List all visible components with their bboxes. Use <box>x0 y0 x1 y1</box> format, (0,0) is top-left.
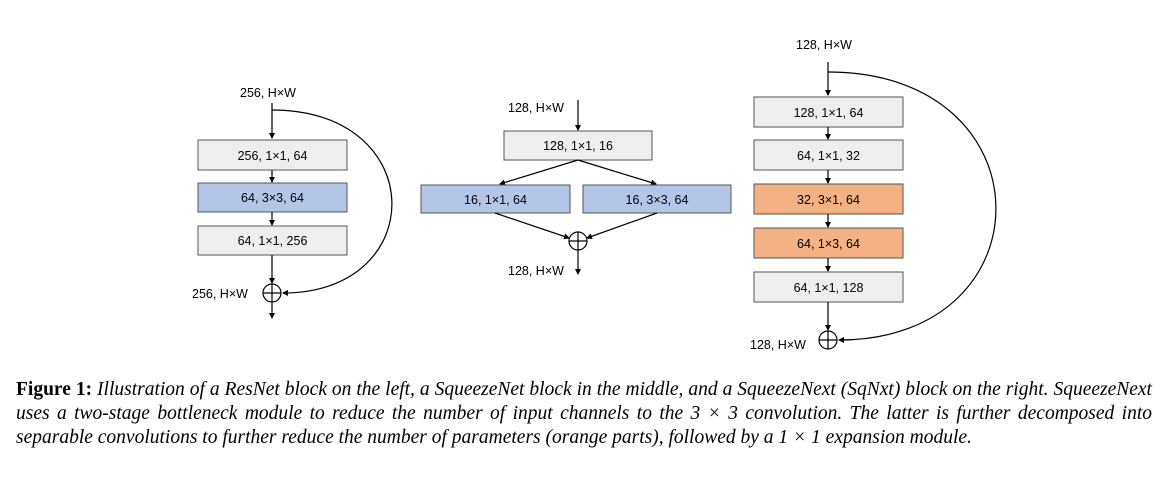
squeezenext-input-label: 128, H×W <box>796 38 852 52</box>
squeezenet-split-left <box>499 159 579 186</box>
squeezenet-split-right <box>577 159 657 186</box>
squeezenext-block: 128, H×W 128, 1×1, 64 64, 1×1, 32 32, 3×… <box>750 38 997 352</box>
squeezenext-sum-icon <box>818 330 838 350</box>
squeezenet-expand-right-label: 16, 3×3, 64 <box>626 193 689 207</box>
resnet-block: 256, H×W 256, 1×1, 64 64, 3×3, 64 64, 1×… <box>192 86 393 319</box>
resnet-input-label: 256, H×W <box>240 86 296 100</box>
resnet-layer-3-box <box>197 225 348 256</box>
resnet-skip-connection <box>271 109 393 296</box>
squeezenext-skip-connection <box>827 71 997 343</box>
squeezenet-concat-icon <box>568 231 588 251</box>
squeezenext-layer-2-label: 64, 1×1, 32 <box>797 149 860 163</box>
squeezenet-block: 128, H×W 128, 1×1, 16 16, 1×1, 64 16, 3×… <box>420 100 732 278</box>
resnet-sum-icon <box>262 283 282 303</box>
squeezenext-layer-1-label: 128, 1×1, 64 <box>794 106 864 120</box>
squeezenext-layer-5-box <box>753 271 904 303</box>
squeezenext-layer-4-box <box>753 227 904 259</box>
squeezenet-input-label: 128, H×W <box>508 101 564 115</box>
squeezenext-layer-5-label: 64, 1×1, 128 <box>794 281 864 295</box>
resnet-layer-3-label: 64, 1×1, 256 <box>238 234 308 248</box>
resnet-layer-1-label: 256, 1×1, 64 <box>238 149 308 163</box>
resnet-layer-2-label: 64, 3×3, 64 <box>241 191 304 205</box>
squeezenet-squeeze-label: 128, 1×1, 16 <box>543 139 613 153</box>
resnet-output-label: 256, H×W <box>192 287 248 301</box>
squeezenet-output-label: 128, H×W <box>508 264 564 278</box>
architecture-diagram: 256, H×W 256, 1×1, 64 64, 3×3, 64 64, 1×… <box>192 38 997 352</box>
resnet-layer-2-box <box>197 182 348 213</box>
figure-caption-label: Figure 1: <box>16 379 93 400</box>
squeezenext-layer-4-label: 64, 1×3, 64 <box>797 237 860 251</box>
figure-caption: Figure 1: Illustration of a ResNet block… <box>16 378 1152 450</box>
squeezenet-merge-right <box>586 212 658 240</box>
squeezenext-output-label: 128, H×W <box>750 338 806 352</box>
squeezenext-layer-1-box <box>753 96 904 128</box>
squeezenet-expand-left-label: 16, 1×1, 64 <box>464 193 527 207</box>
squeezenet-merge-left <box>494 212 570 240</box>
squeezenet-squeeze-box <box>503 130 653 161</box>
squeezenext-layer-3-label: 32, 3×1, 64 <box>797 193 860 207</box>
figure-caption-text: Illustration of a ResNet block on the le… <box>16 379 1152 448</box>
squeezenext-layer-2-box <box>753 139 904 171</box>
